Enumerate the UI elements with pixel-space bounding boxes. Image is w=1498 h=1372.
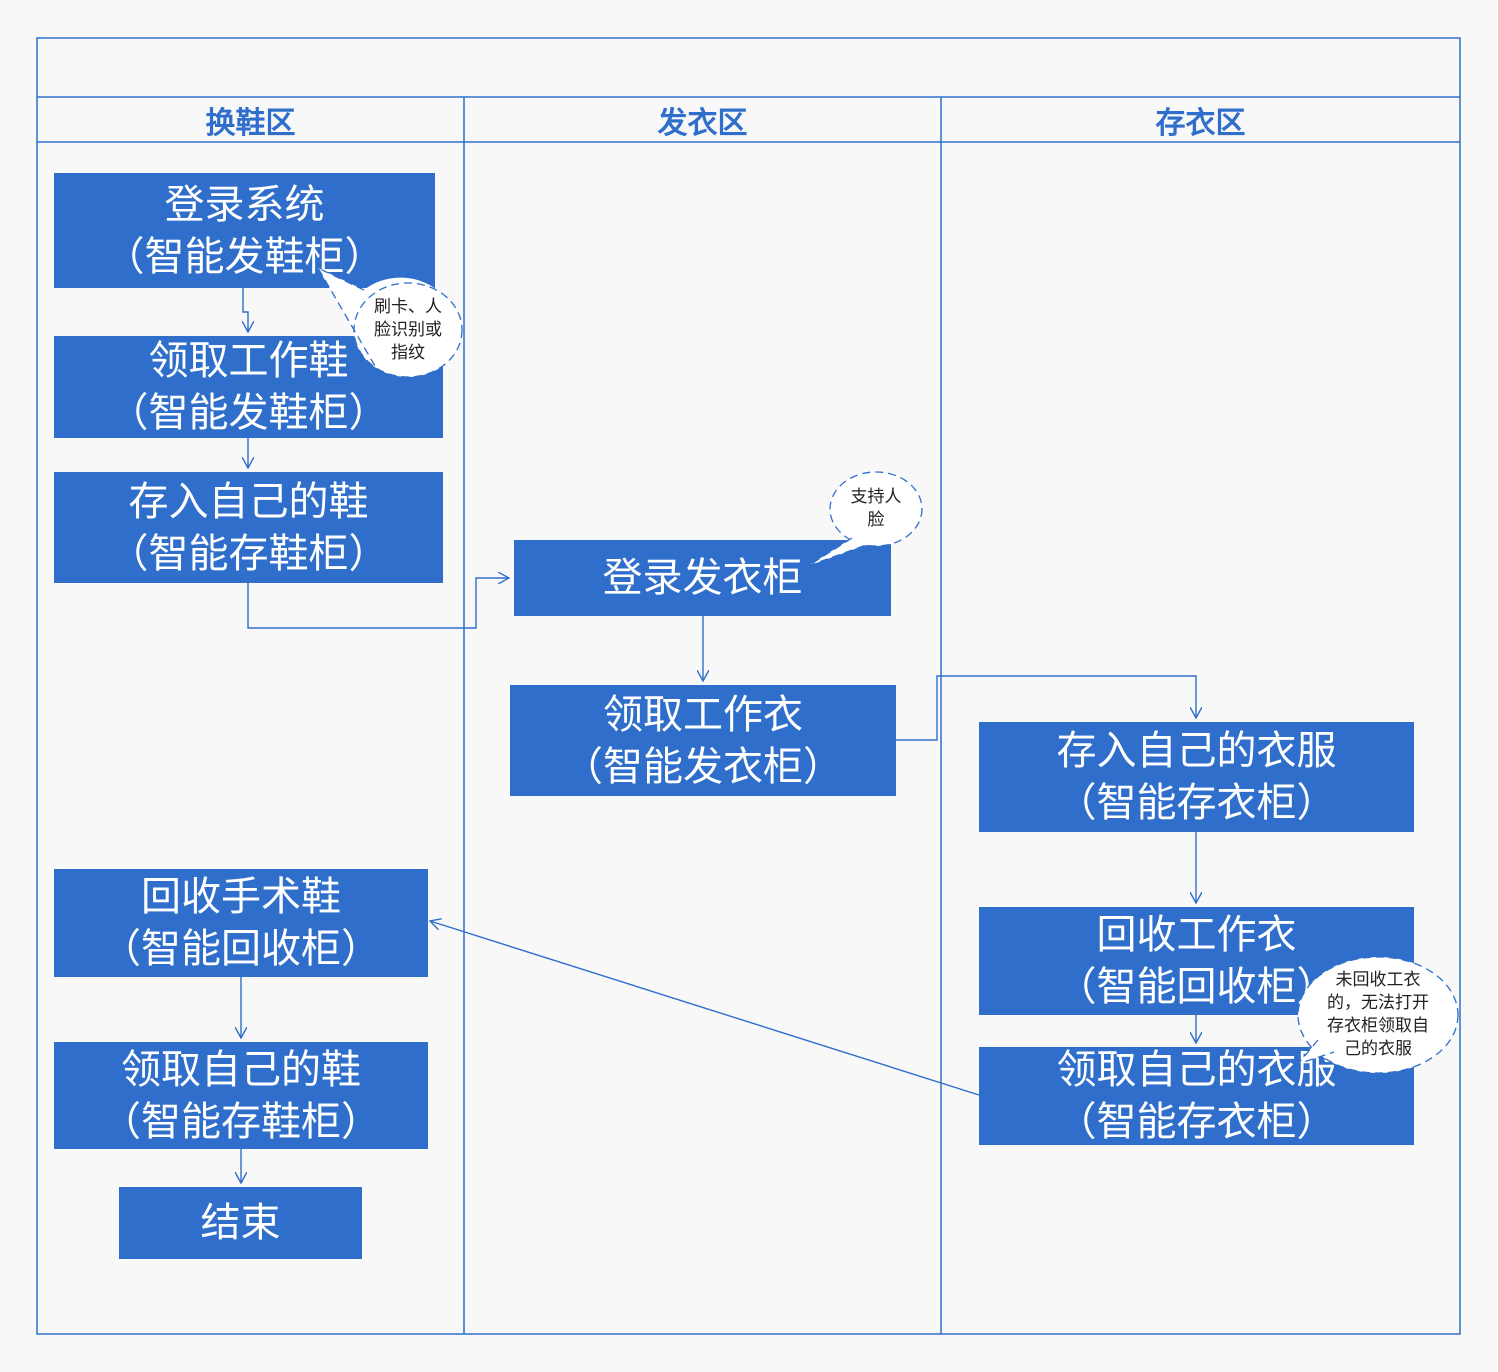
step-login-system-line1: 登录系统 (164, 181, 325, 228)
step-get-work-clothes-line1: 领取工作衣 (603, 691, 803, 738)
lane-header-clothes-issue: 发衣区 (657, 106, 748, 141)
step-login-system: 登录系统 （智能发鞋柜） (54, 173, 435, 288)
step-get-work-clothes: 领取工作衣 （智能发衣柜） (510, 685, 896, 796)
step-end-label: 结束 (200, 1200, 281, 1246)
note-auth-methods-line1: 刷卡、人 (374, 296, 442, 317)
step-get-own-shoes-line2: （智能存鞋柜） (101, 1098, 381, 1145)
note-unreturned-clothes-line1: 未回收工衣 (1335, 970, 1421, 990)
connector-store-shoes-to-login-cabinet (247, 578, 509, 629)
note-unreturned-clothes: 未回收工衣 的，无法打开 存衣柜领取自 己的衣服 (1308, 967, 1448, 1063)
note-face-support-bubble (807, 471, 923, 567)
step-end: 结束 (119, 1187, 362, 1259)
step-return-surgical-shoes: 回收手术鞋 （智能回收柜） (54, 869, 428, 977)
step-store-own-shoes-line2: （智能存鞋柜） (108, 530, 389, 577)
step-get-own-shoes: 领取自己的鞋 （智能存鞋柜） (54, 1042, 428, 1149)
note-auth-methods-line2: 脸识别或 (374, 319, 442, 340)
step-get-own-shoes-line1: 领取自己的鞋 (121, 1046, 361, 1093)
step-return-surgical-shoes-line1: 回收手术鞋 (141, 874, 341, 920)
step-get-work-shoes-line2: （智能发鞋柜） (108, 390, 389, 436)
note-unreturned-clothes-line4: 己的衣服 (1344, 1039, 1412, 1059)
step-login-clothes-cabinet: 登录发衣柜 (514, 540, 891, 616)
note-unreturned-clothes-line3: 存衣柜领取自 (1327, 1016, 1429, 1036)
connector-login-to-get-shoes (243, 288, 248, 332)
step-get-own-clothes: 领取自己的衣服 （智能存衣柜） (979, 1047, 1414, 1145)
note-auth-methods-line3: 指纹 (391, 342, 425, 363)
step-store-own-clothes: 存入自己的衣服 （智能存衣柜） (979, 722, 1414, 832)
pool-frame (36, 37, 1461, 1335)
lane-header-shoe-change: 换鞋区 (205, 106, 296, 141)
note-face-support-line2: 脸 (867, 510, 885, 530)
note-face-support: 支持人 脸 (832, 484, 920, 534)
step-get-own-clothes-line2: （智能存衣柜） (1056, 1099, 1337, 1145)
note-auth-methods-bubble (316, 266, 463, 378)
step-return-surgical-shoes-line2: （智能回收柜） (101, 926, 381, 972)
step-store-own-clothes-line1: 存入自己的衣服 (1056, 728, 1337, 774)
step-get-work-shoes-line1: 领取工作鞋 (148, 338, 349, 384)
note-unreturned-clothes-bubble (1296, 956, 1459, 1074)
note-unreturned-clothes-line2: 的，无法打开 (1327, 993, 1429, 1013)
note-face-support-line1: 支持人 (850, 487, 902, 507)
note-auth-methods: 刷卡、人 脸识别或 指纹 (356, 290, 460, 370)
step-login-clothes-cabinet-label: 登录发衣柜 (602, 555, 803, 601)
step-store-own-shoes: 存入自己的鞋 （智能存鞋柜） (54, 472, 443, 583)
step-store-own-shoes-line1: 存入自己的鞋 (128, 478, 369, 525)
step-return-work-clothes-line1: 回收工作衣 (1096, 912, 1297, 958)
step-get-own-clothes-line1: 领取自己的衣服 (1056, 1047, 1337, 1093)
connector-get-clothes-to-store-clothes (896, 675, 1196, 741)
step-store-own-clothes-line2: （智能存衣柜） (1056, 780, 1337, 826)
step-login-system-line2: （智能发鞋柜） (104, 233, 385, 280)
connector-get-own-clothes-to-return-shoes (430, 921, 980, 1096)
step-return-work-clothes-line2: （智能回收柜） (1056, 964, 1337, 1010)
lane-header-clothes-storage: 存衣区 (1155, 106, 1246, 141)
step-get-work-clothes-line2: （智能发衣柜） (563, 743, 843, 790)
